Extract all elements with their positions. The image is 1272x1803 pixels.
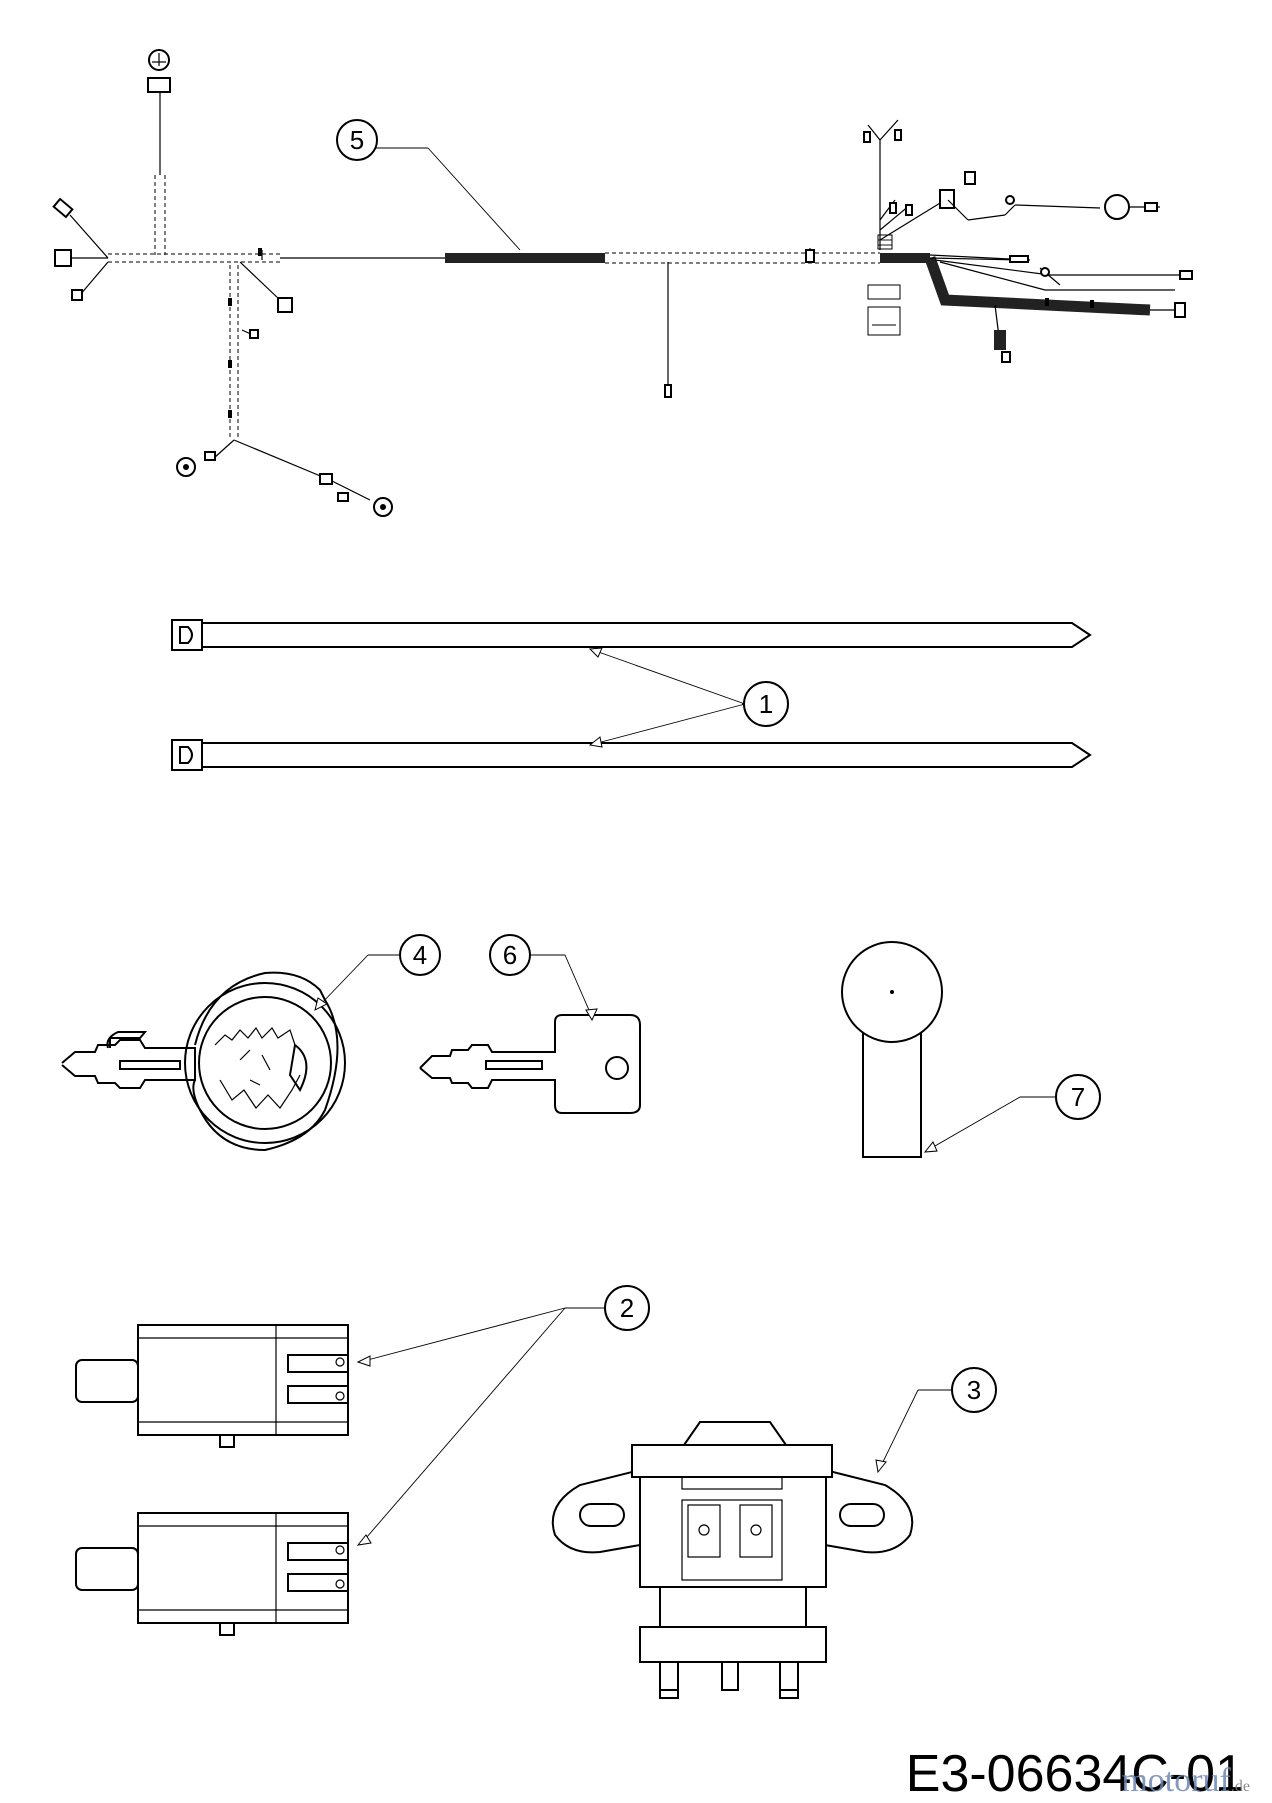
callout-5: 5 [336,119,378,161]
callout-6-label: 6 [503,940,517,970]
cable-tie-lower [171,739,1092,771]
callout-7: 7 [1055,1074,1101,1120]
plunger-switch-upper [75,1324,349,1448]
callout-3-label: 3 [967,1375,981,1405]
callout-3: 3 [951,1367,997,1413]
callout-5-label: 5 [350,125,364,155]
wiring-harness [52,49,1193,517]
knob [841,941,943,1158]
plunger-switch-lower [75,1512,349,1636]
watermark-text: motoruf [1121,1762,1231,1799]
watermark-tld: .de [1230,1778,1250,1795]
drawing-code: E3-06634C-01 [905,1745,1244,1803]
callout-4: 4 [399,934,441,976]
callout-1-label: 1 [759,689,773,719]
callout-7-label: 7 [1071,1082,1085,1112]
watermark-logo: motoruf.de [1121,1764,1250,1798]
ignition-switch [551,1421,914,1699]
callout-1: 1 [743,681,789,727]
callout-2: 2 [604,1285,650,1331]
callout-4-label: 4 [413,940,427,970]
cable-tie-upper [171,619,1092,651]
callout-2-label: 2 [620,1293,634,1323]
ignition-key-with-holder [61,971,346,1152]
callout-6: 6 [489,934,531,976]
key [419,1014,641,1114]
